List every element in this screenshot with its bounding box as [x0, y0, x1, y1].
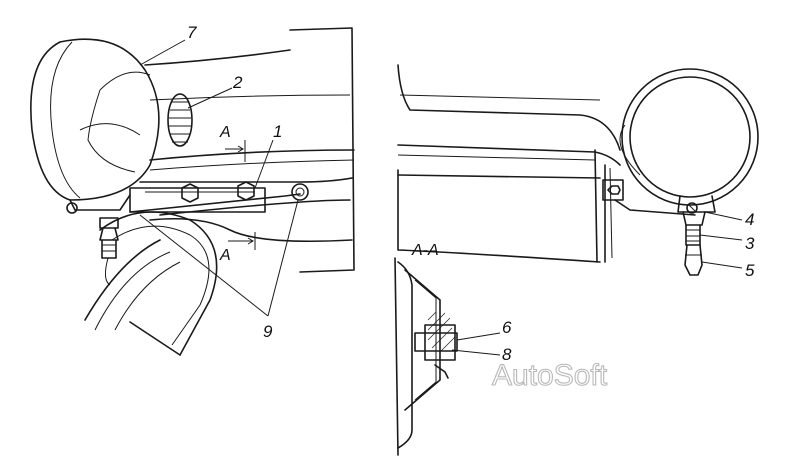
right-view-front-mounting — [397, 64, 759, 276]
callout-labels: 7 2 1 9 4 3 5 6 8 — [187, 23, 755, 364]
section-view-title: A-A — [411, 242, 439, 259]
callout-9: 9 — [263, 322, 273, 341]
callout-4: 4 — [745, 210, 754, 229]
section-marker-bottom — [228, 232, 256, 250]
callout-3: 3 — [745, 234, 755, 253]
section-marker-top — [225, 140, 246, 162]
headlamp-front — [619, 68, 759, 276]
callout-7: 7 — [187, 23, 197, 42]
callout-1: 1 — [273, 122, 282, 141]
section-mark-bottom-label: A — [219, 247, 231, 264]
left-view-side-mounting — [30, 27, 355, 356]
callout-6: 6 — [502, 318, 512, 337]
section-labels: A A A-A — [219, 124, 439, 264]
section-mark-top-label: A — [219, 124, 231, 141]
callout-5: 5 — [745, 261, 755, 280]
callout-8: 8 — [502, 345, 512, 364]
mounting-plate-left — [129, 181, 309, 213]
watermark: AutoSoft — [492, 359, 608, 392]
section-view-a-a — [394, 257, 501, 456]
callout-2: 2 — [232, 73, 243, 92]
headlamp-side — [30, 38, 193, 286]
